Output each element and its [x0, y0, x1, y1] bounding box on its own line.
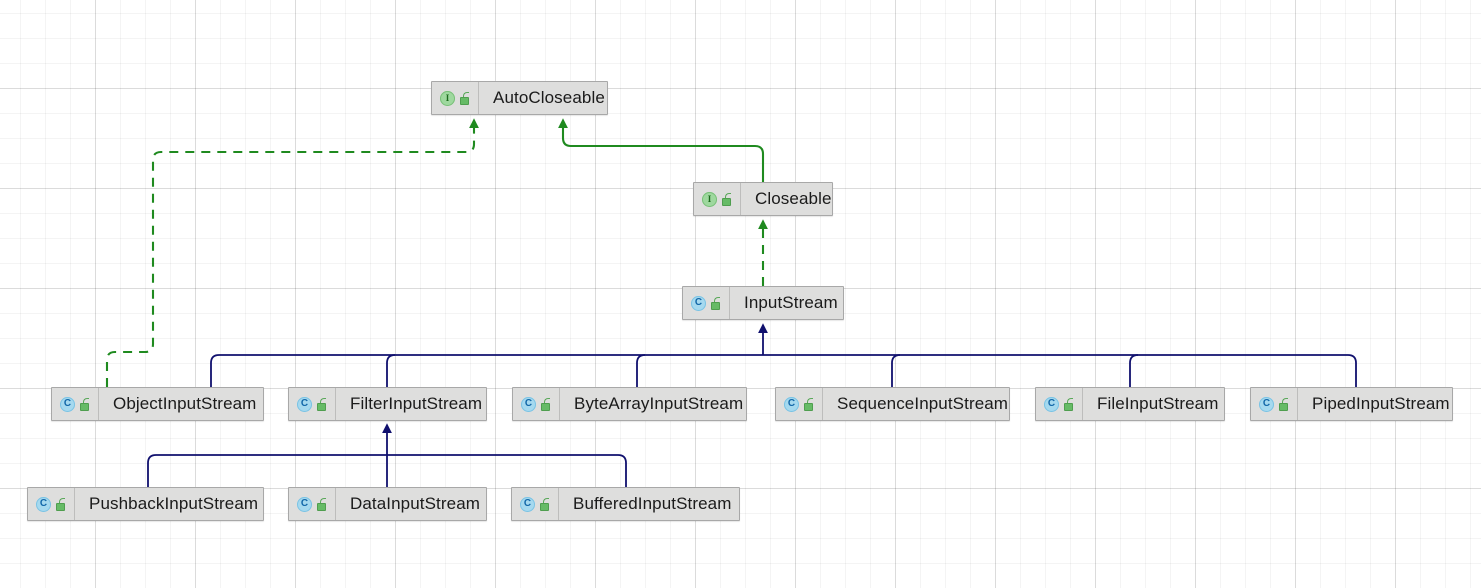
public-lock-icon	[1278, 397, 1290, 411]
uml-node-label: ObjectInputStream	[113, 394, 257, 413]
public-lock-icon	[316, 397, 328, 411]
uml-node-bytearrayinputstream[interactable]: C ByteArrayInputStream	[512, 387, 747, 421]
node-icon-cell: C	[289, 388, 336, 420]
class-icon: C	[521, 396, 536, 412]
public-lock-icon	[316, 497, 328, 511]
node-icon-cell: C	[28, 488, 75, 520]
node-icon-cell: C	[289, 488, 336, 520]
uml-node-sequenceinputstream[interactable]: C SequenceInputStream	[775, 387, 1010, 421]
uml-node-label: BufferedInputStream	[573, 494, 732, 513]
node-icon-cell: C	[1036, 388, 1083, 420]
uml-node-label: InputStream	[744, 293, 838, 312]
node-icon-cell: C	[512, 488, 559, 520]
uml-node-label: ByteArrayInputStream	[574, 394, 744, 413]
edge-closeable-to-autocloseable	[558, 118, 765, 182]
uml-node-fileinputstream[interactable]: C FileInputStream	[1035, 387, 1225, 421]
public-lock-icon	[540, 397, 552, 411]
node-icon-cell: C	[683, 287, 730, 319]
uml-node-label: DataInputStream	[350, 494, 481, 513]
class-icon: C	[297, 396, 312, 412]
edge-objectinputstream-to-autocloseable	[105, 118, 479, 387]
uml-node-bufferedinputstream[interactable]: C BufferedInputStream	[511, 487, 740, 521]
uml-node-autocloseable[interactable]: I AutoCloseable	[431, 81, 608, 115]
class-icon: C	[1259, 396, 1274, 412]
node-icon-cell: C	[776, 388, 823, 420]
interface-icon: I	[440, 90, 455, 106]
uml-node-pushbackinputstream[interactable]: C PushbackInputStream	[27, 487, 264, 521]
class-icon: C	[784, 396, 799, 412]
uml-node-label: PushbackInputStream	[89, 494, 259, 513]
uml-node-filterinputstream[interactable]: C FilterInputStream	[288, 387, 487, 421]
node-icon-cell: I	[694, 183, 741, 215]
public-lock-icon	[1063, 397, 1075, 411]
public-lock-icon	[710, 296, 722, 310]
class-icon: C	[1044, 396, 1059, 412]
uml-node-label: FileInputStream	[1097, 394, 1219, 413]
public-lock-icon	[539, 497, 551, 511]
edge-group-filterinputstream-subclasses	[147, 423, 627, 487]
uml-node-objectinputstream[interactable]: C ObjectInputStream	[51, 387, 264, 421]
uml-node-label: FilterInputStream	[350, 394, 483, 413]
uml-node-inputstream[interactable]: C InputStream	[682, 286, 844, 320]
interface-icon: I	[702, 191, 717, 207]
uml-node-pipedinputstream[interactable]: C PipedInputStream	[1250, 387, 1453, 421]
class-icon: C	[691, 295, 706, 311]
class-icon: C	[36, 496, 51, 512]
uml-node-closeable[interactable]: I Closeable	[693, 182, 833, 216]
public-lock-icon	[79, 397, 91, 411]
public-lock-icon	[803, 397, 815, 411]
node-icon-cell: I	[432, 82, 479, 114]
uml-node-label: PipedInputStream	[1312, 394, 1450, 413]
edge-group-inputstream-subclasses	[210, 323, 1357, 387]
uml-node-label: Closeable	[755, 189, 832, 208]
public-lock-icon	[55, 497, 67, 511]
class-icon: C	[60, 396, 75, 412]
uml-node-label: SequenceInputStream	[837, 394, 1009, 413]
class-icon: C	[297, 496, 312, 512]
node-icon-cell: C	[1251, 388, 1298, 420]
node-icon-cell: C	[52, 388, 99, 420]
class-icon: C	[520, 496, 535, 512]
node-icon-cell: C	[513, 388, 560, 420]
uml-node-label: AutoCloseable	[493, 88, 605, 107]
uml-node-datainputstream[interactable]: C DataInputStream	[288, 487, 487, 521]
public-lock-icon	[459, 91, 471, 105]
public-lock-icon	[721, 192, 733, 206]
